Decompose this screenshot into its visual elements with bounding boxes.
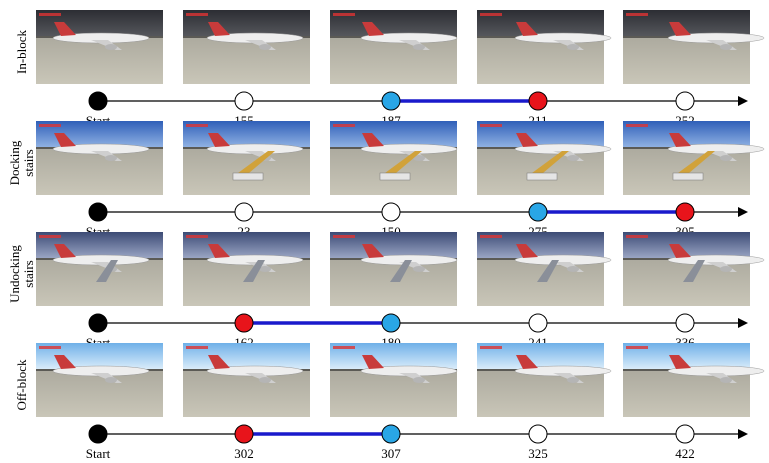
timeline-node-red: [234, 424, 254, 444]
timeline-node-start: [88, 424, 108, 444]
airport-camera-thumbnail: [623, 121, 765, 195]
airport-camera-thumbnail: [477, 343, 612, 417]
aircraft-shape: [52, 355, 150, 383]
frame-number-label: 307: [381, 446, 401, 461]
aircraft-shape: [667, 244, 765, 272]
airport-camera-thumbnail: [183, 343, 310, 417]
row-label: In-block: [14, 29, 29, 74]
arrow-head-icon: [738, 429, 748, 439]
row-label: Off-block: [14, 359, 29, 411]
arrow-head-icon: [738, 207, 748, 217]
timeline-node-red: [234, 313, 254, 333]
airport-camera-thumbnail: [183, 121, 310, 195]
timeline-node-red: [675, 202, 695, 222]
timeline-node-empty: [675, 424, 695, 444]
airport-camera-thumbnail: [477, 232, 612, 306]
arrow-head-icon: [738, 318, 748, 328]
aircraft-shape: [206, 355, 304, 383]
aircraft-shape: [667, 22, 765, 50]
airport-camera-thumbnail: [623, 343, 765, 417]
frame-number-label: Start: [86, 446, 111, 461]
arrow-head-icon: [738, 96, 748, 106]
airport-camera-thumbnail: [36, 10, 163, 84]
aircraft-shape: [514, 355, 612, 383]
airport-camera-thumbnail: [623, 10, 765, 84]
timeline-node-start: [88, 91, 108, 111]
aircraft-shape: [206, 22, 304, 50]
stairs-vehicle: [537, 260, 559, 282]
stairs-vehicle: [390, 260, 412, 282]
airport-camera-thumbnail: [36, 343, 163, 417]
row-label: Undockingstairs: [7, 245, 36, 303]
airport-camera-thumbnail: [477, 121, 612, 195]
aircraft-shape: [52, 133, 150, 161]
airport-camera-thumbnail: [330, 10, 458, 84]
aircraft-shape: [360, 355, 458, 383]
aircraft-shape: [514, 133, 612, 161]
timeline-node-blue: [381, 91, 401, 111]
frame-number-label: 325: [528, 446, 548, 461]
timeline-node-empty: [234, 202, 254, 222]
stairs-vehicle: [238, 151, 275, 173]
aircraft-shape: [667, 133, 765, 161]
aircraft-shape: [52, 22, 150, 50]
frame-number-label: 302: [234, 446, 254, 461]
stairs-vehicle: [678, 151, 715, 173]
timeline-node-blue: [381, 313, 401, 333]
airport-camera-thumbnail: [623, 232, 765, 306]
aircraft-shape: [514, 22, 612, 50]
timeline-node-empty: [528, 313, 548, 333]
airport-camera-thumbnail: [330, 121, 458, 195]
aircraft-shape: [360, 22, 458, 50]
row-label: Dockingstairs: [7, 140, 36, 185]
timeline-node-empty: [234, 91, 254, 111]
timeline-node-red: [528, 91, 548, 111]
timeline-node-blue: [528, 202, 548, 222]
airport-camera-thumbnail: [183, 232, 310, 306]
aircraft-shape: [514, 244, 612, 272]
stairs-vehicle: [683, 260, 705, 282]
frame-number-label: 422: [675, 446, 695, 461]
stairs-vehicle: [96, 260, 118, 282]
timeline-node-empty: [675, 91, 695, 111]
timeline-node-start: [88, 202, 108, 222]
airport-camera-thumbnail: [36, 121, 163, 195]
timeline-node-start: [88, 313, 108, 333]
airport-camera-thumbnail: [477, 10, 612, 84]
aircraft-shape: [360, 133, 458, 161]
airport-camera-thumbnail: [183, 10, 310, 84]
timeline-node-blue: [381, 424, 401, 444]
timeline-node-empty: [675, 313, 695, 333]
timeline-node-empty: [381, 202, 401, 222]
airport-camera-thumbnail: [36, 232, 163, 306]
timeline-node-empty: [528, 424, 548, 444]
airport-camera-thumbnail: [330, 232, 458, 306]
stairs-vehicle: [532, 151, 569, 173]
stairs-vehicle: [385, 151, 422, 173]
airport-camera-thumbnail: [330, 343, 458, 417]
aircraft-shape: [667, 355, 765, 383]
stairs-vehicle: [243, 260, 265, 282]
